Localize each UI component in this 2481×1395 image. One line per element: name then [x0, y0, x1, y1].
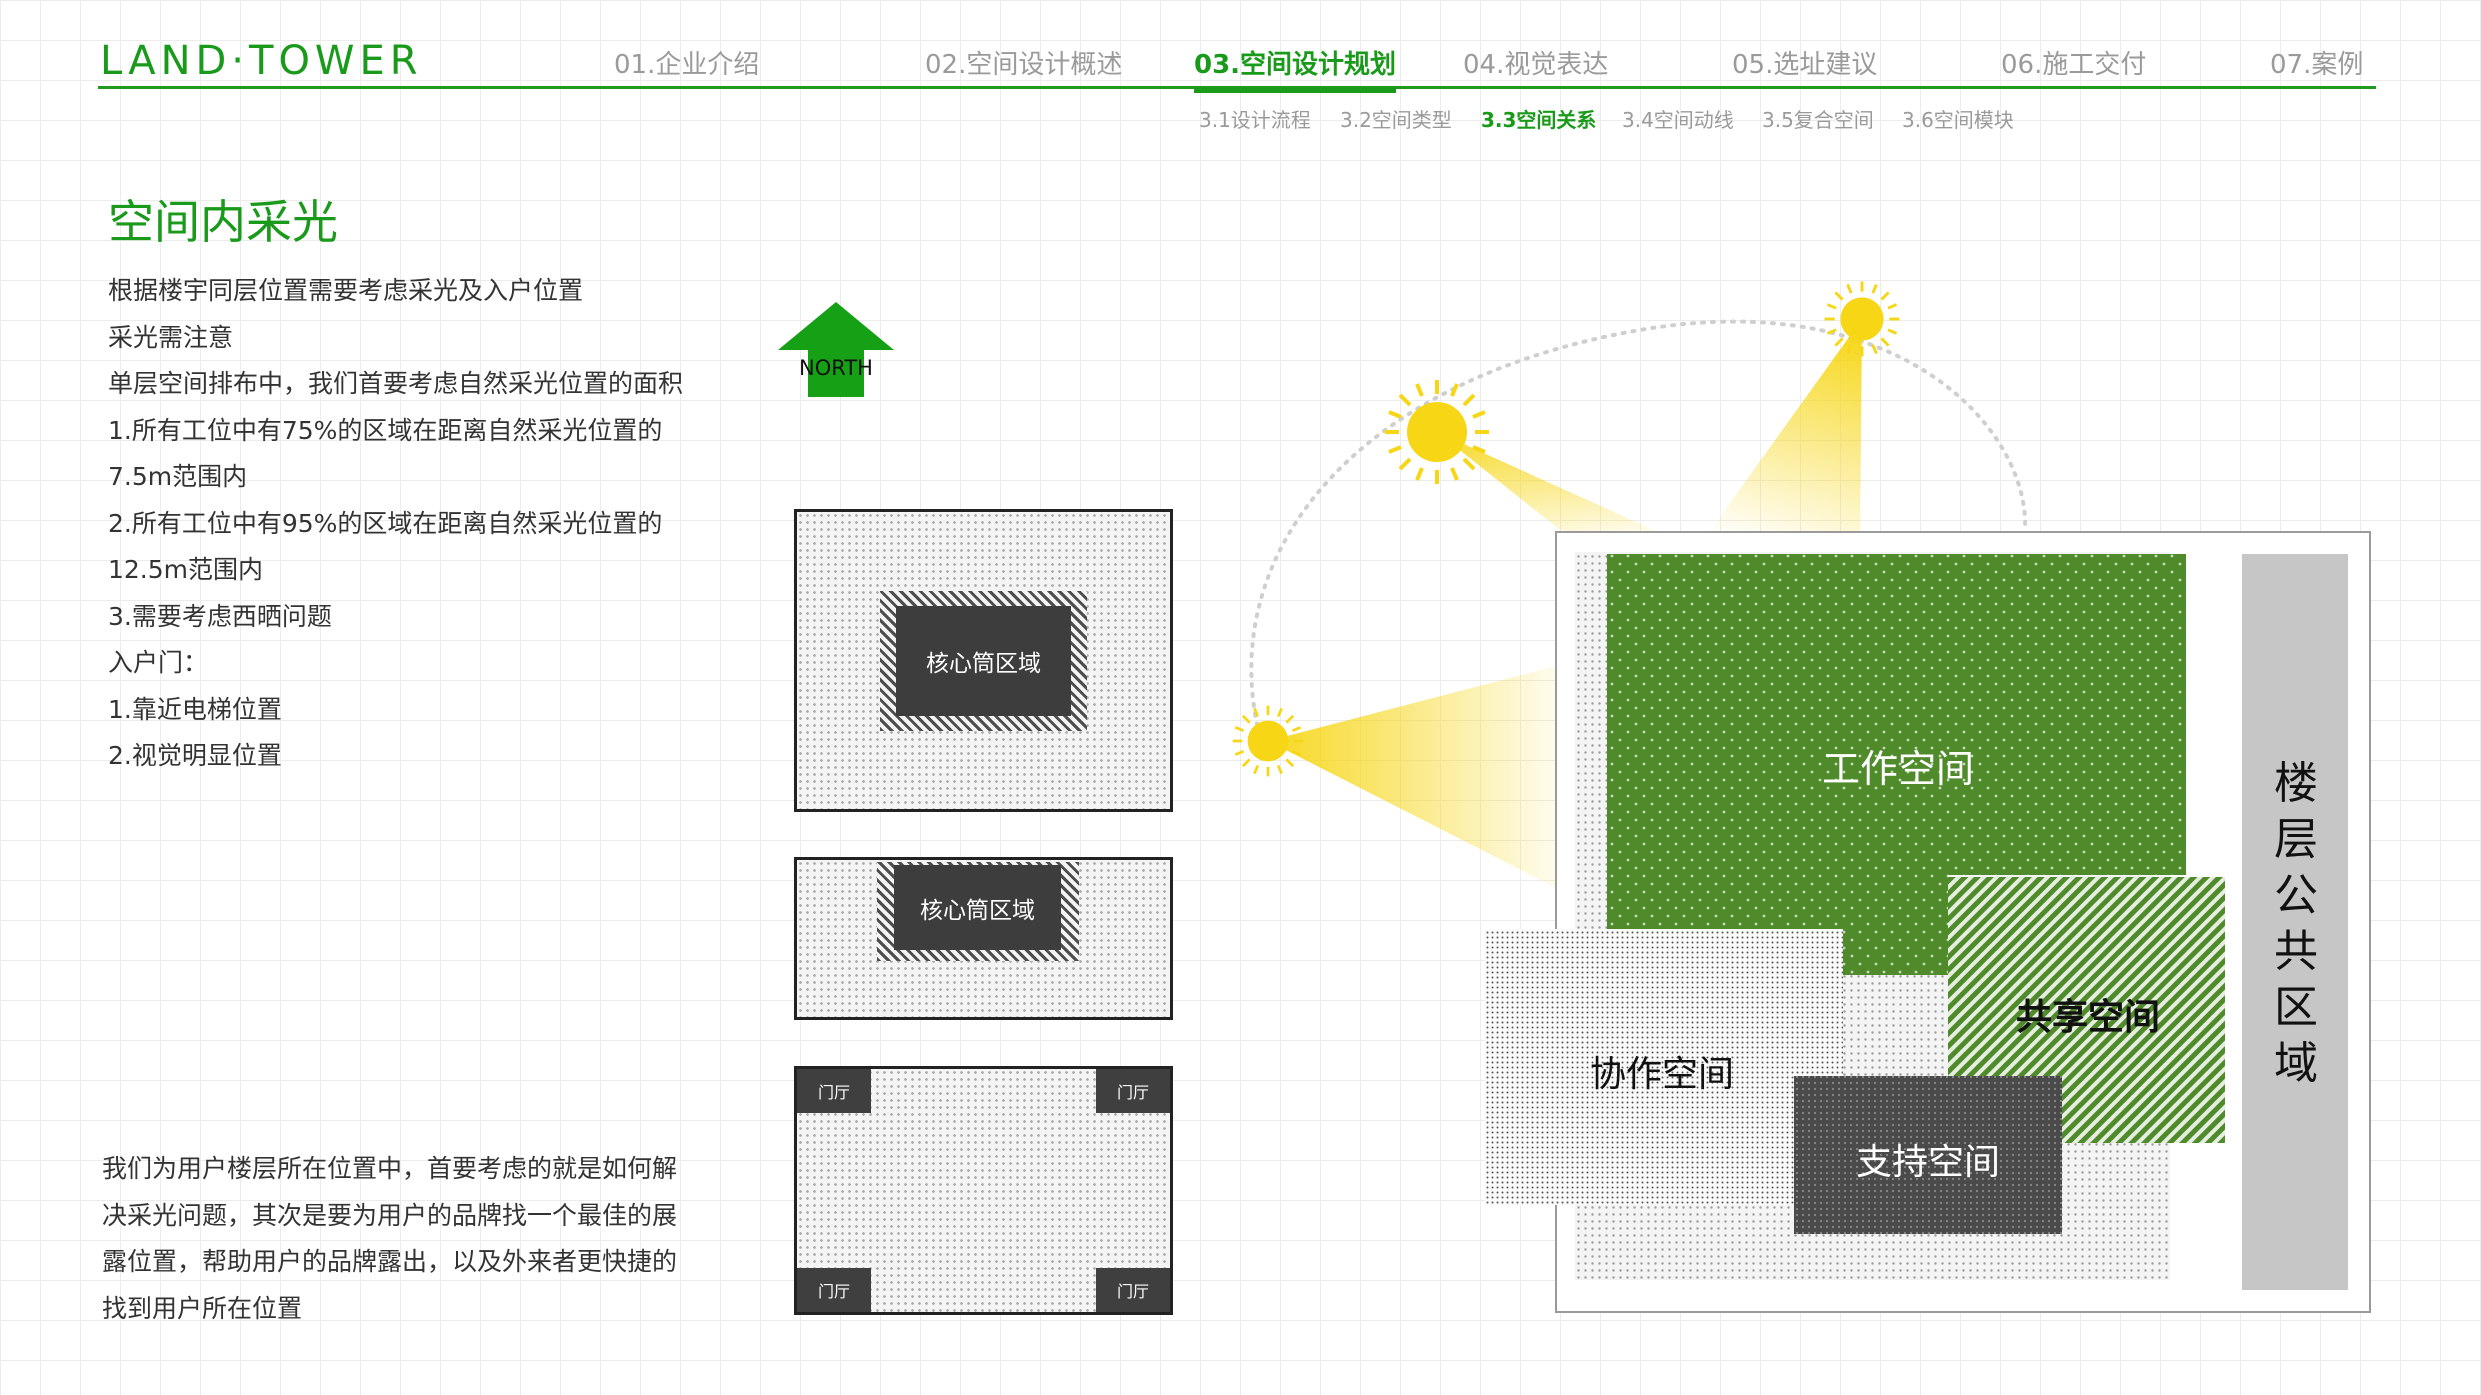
zone-work	[1607, 554, 2186, 975]
page-title: 空间内采光	[108, 195, 338, 249]
nav-tab-space-planning[interactable]: 03.空间设计规划	[1194, 44, 1397, 93]
light-beam-west	[1268, 665, 1580, 900]
floorplan-lobbies: 门厅 门厅 门厅 门厅	[794, 1066, 1173, 1315]
light-beam-southwest	[1437, 432, 1720, 560]
zone-work-label: 工作空间	[1822, 747, 1975, 791]
sun-icon	[1232, 705, 1304, 777]
subnav-space-flow[interactable]: 3.4空间动线	[1622, 108, 1734, 132]
note-line: 7.5m范围内	[108, 462, 248, 491]
subnav-space-types[interactable]: 3.2空间类型	[1340, 108, 1452, 132]
summary-line: 找到用户所在位置	[102, 1293, 303, 1323]
zone-support	[1794, 1076, 2062, 1234]
nav-tab-company[interactable]: 01.企业介绍	[614, 50, 760, 80]
summary-paragraph: 我们为用户楼层所在位置中，首要考虑的就是如何解 决采光问题，其次是要为用户的品牌…	[102, 1146, 712, 1332]
floorplan-side-core: 核心筒区域	[794, 857, 1173, 1020]
core-area: 核心筒区域	[896, 606, 1071, 716]
note-line: 入户门：	[108, 648, 209, 677]
lighting-notes: 根据楼宇同层位置需要考虑采光及入户位置 采光需注意 单层空间排布中，我们首要考虑…	[108, 268, 683, 780]
subnav-composite-space[interactable]: 3.5复合空间	[1762, 108, 1874, 132]
subnav-space-relations[interactable]: 3.3空间关系	[1481, 108, 1597, 132]
zone-collab	[1485, 929, 1843, 1205]
floorplan-central-core: 核心筒区域	[794, 509, 1173, 812]
lobby-top-left: 门厅	[797, 1069, 871, 1113]
note-line: 采光需注意	[108, 322, 234, 352]
summary-line: 决采光问题，其次是要为用户的品牌找一个最佳的展	[102, 1200, 678, 1230]
note-line: 2.所有工位中有95%的区域在距离自然采光位置的	[108, 508, 663, 538]
subnav-space-modules[interactable]: 3.6空间模块	[1902, 108, 2014, 132]
note-line: 2.视觉明显位置	[108, 741, 282, 770]
core-area: 核心筒区域	[894, 865, 1061, 950]
brand-logo[interactable]: LAND·TOWER	[100, 38, 423, 84]
zone-support-label: 支持空间	[1856, 1142, 2001, 1183]
zone-shared-label: 共享空间	[2016, 997, 2161, 1038]
lobby-bottom-left: 门厅	[797, 1268, 871, 1312]
north-label: NORTH	[799, 356, 873, 380]
note-line: 1.靠近电梯位置	[108, 694, 282, 724]
nav-tab-site[interactable]: 05.选址建议	[1732, 50, 1878, 80]
summary-line: 露位置，帮助用户的品牌露出，以及外来者更快捷的	[102, 1247, 678, 1276]
sun-icon	[1824, 281, 1900, 357]
header-divider	[98, 86, 2376, 89]
sun-path-arc	[1249, 319, 2028, 747]
nav-tab-visual[interactable]: 04.视觉表达	[1463, 50, 1609, 80]
north-arrow-icon: NORTH	[778, 302, 894, 397]
nav-tab-space-overview[interactable]: 02.空间设计概述	[925, 50, 1123, 80]
subnav-design-process[interactable]: 3.1设计流程	[1199, 108, 1311, 132]
lobby-bottom-right: 门厅	[1096, 1268, 1170, 1312]
light-beam-south	[1700, 319, 1862, 545]
sun-icon	[1385, 380, 1489, 484]
note-line: 1.所有工位中有75%的区域在距离自然采光位置的	[108, 415, 663, 445]
note-line: 3.需要考虑西晒问题	[108, 601, 332, 631]
zone-public	[2242, 554, 2348, 1290]
zone-collab-label: 协作空间	[1590, 1054, 1735, 1095]
note-line: 根据楼宇同层位置需要考虑采光及入户位置	[108, 276, 584, 305]
zone-public-label: 楼层公共区域	[2274, 758, 2318, 1089]
note-line: 单层空间排布中，我们首要考虑自然采光位置的面积	[108, 369, 684, 398]
nav-tab-delivery[interactable]: 06.施工交付	[2001, 50, 2147, 80]
nav-tab-cases[interactable]: 07.案例	[2270, 50, 2364, 80]
note-line: 12.5m范围内	[108, 555, 264, 584]
summary-line: 我们为用户楼层所在位置中，首要考虑的就是如何解	[102, 1154, 678, 1183]
lobby-top-right: 门厅	[1096, 1069, 1170, 1113]
